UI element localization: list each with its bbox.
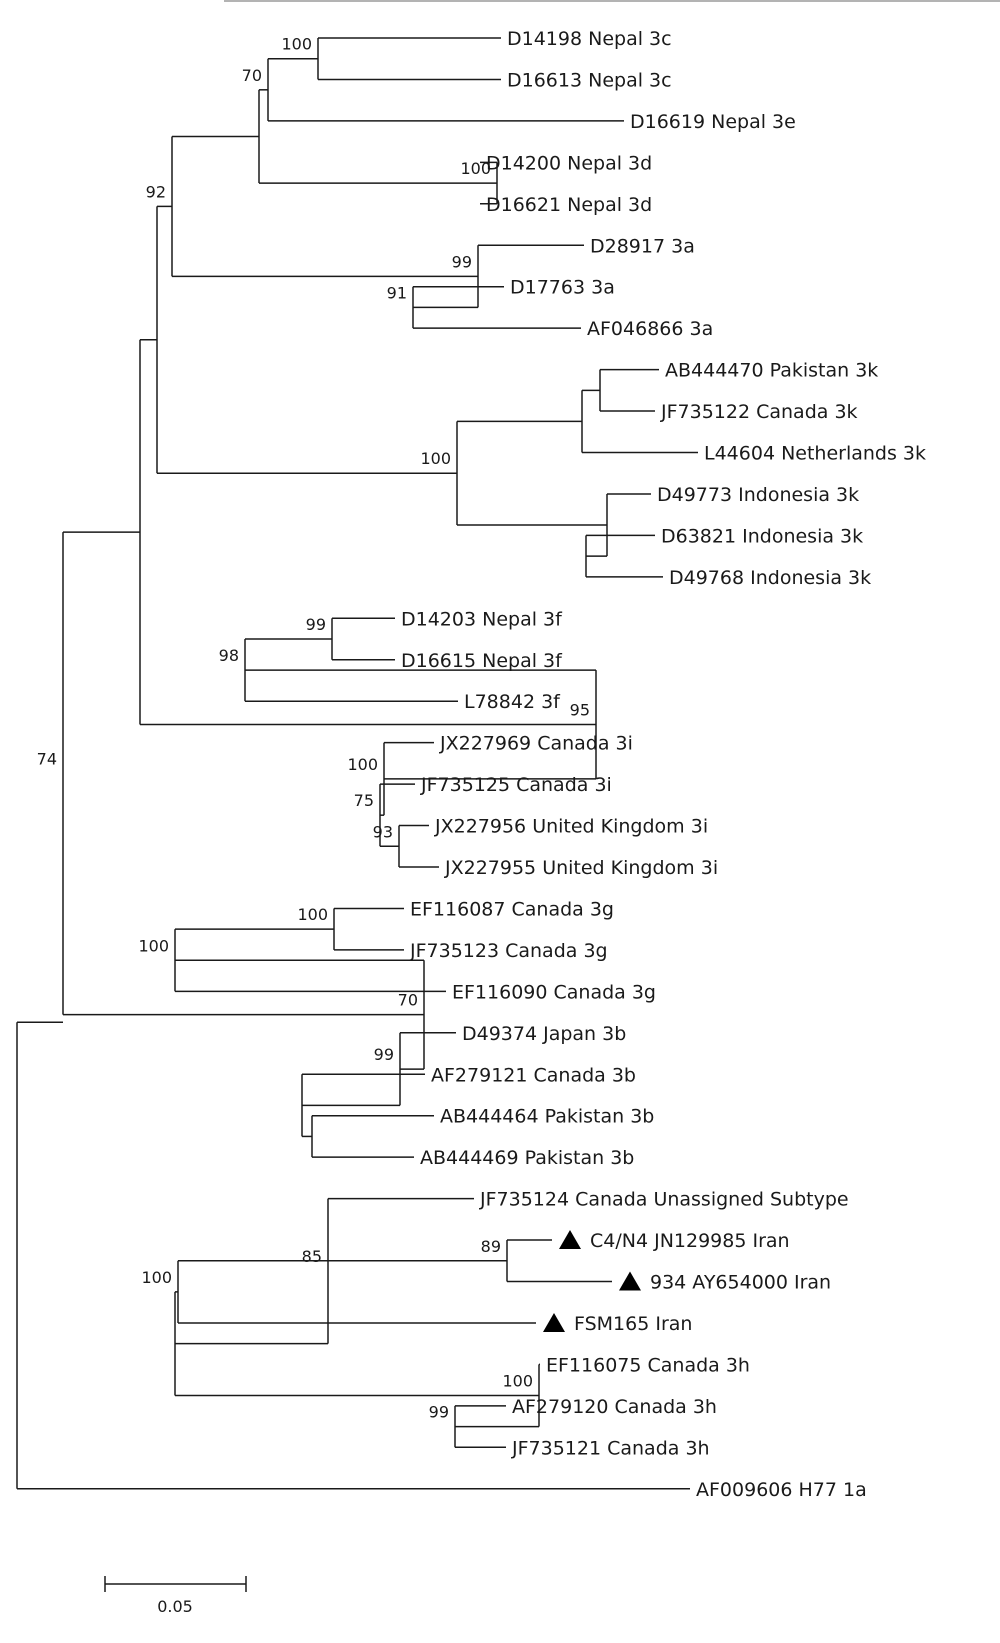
leaf-label: AB444464 Pakistan 3b (440, 1106, 654, 1128)
bootstrap-label: 95 (570, 701, 590, 720)
leaf-label: D14200 Nepal 3d (486, 152, 652, 174)
leaf-label: D16619 Nepal 3e (630, 111, 796, 133)
leaf-label: JX227969 Canada 3i (439, 733, 633, 755)
leaf-label: AF279120 Canada 3h (512, 1396, 717, 1418)
leaf-label: D14203 Nepal 3f (401, 608, 563, 630)
leaf-label: L44604 Netherlands 3k (704, 443, 926, 465)
leaf-label: D49374 Japan 3b (462, 1023, 626, 1045)
leaf-label: D17763 3a (510, 277, 615, 299)
bootstrap-label: 100 (138, 936, 169, 955)
bootstrap-label: 100 (141, 1268, 172, 1287)
leaf-label: AF046866 3a (587, 318, 713, 340)
bootstrap-label: 99 (452, 252, 472, 271)
leaf-label: JF735125 Canada 3i (420, 774, 612, 796)
leaf-label: C4/N4 JN129985 Iran (590, 1230, 790, 1252)
leaf-label: JF735121 Canada 3h (511, 1437, 710, 1459)
bootstrap-label: 74 (37, 749, 57, 768)
bootstrap-label: 100 (460, 159, 491, 178)
bootstrap-label: 99 (374, 1045, 394, 1064)
leaf-label: JF735124 Canada Unassigned Subtype (479, 1189, 849, 1211)
bootstrap-label: 100 (297, 905, 328, 924)
leaf-label: EF116087 Canada 3g (410, 898, 614, 920)
leaf-label: JX227956 United Kingdom 3i (434, 816, 708, 838)
leaf-label: L78842 3f (464, 691, 561, 713)
bootstrap-label: 91 (387, 283, 407, 302)
bootstrap-label: 99 (429, 1403, 449, 1422)
bootstrap-label: 100 (420, 449, 451, 468)
bootstrap-label: 75 (354, 791, 374, 810)
triangle-marker-icon (543, 1312, 565, 1332)
bootstrap-label: 98 (219, 646, 239, 665)
leaf-label: 934 AY654000 Iran (650, 1272, 831, 1294)
triangle-marker-icon (559, 1230, 581, 1250)
leaf-label: AB444469 Pakistan 3b (420, 1147, 634, 1169)
leaf-label: JX227955 United Kingdom 3i (444, 857, 718, 879)
leaf-label: D16621 Nepal 3d (486, 194, 652, 216)
outgroup-label: AF009606 H77 1a (696, 1479, 867, 1501)
bootstrap-label: 92 (146, 182, 166, 201)
leaf-label: AB444470 Pakistan 3k (665, 360, 878, 382)
bootstrap-label: 99 (306, 615, 326, 634)
tree-branches (16, 37, 698, 1490)
leaf-label: JF735122 Canada 3k (660, 401, 858, 423)
leaf-label: D16615 Nepal 3f (401, 650, 563, 672)
leaf-label: D49768 Indonesia 3k (669, 567, 871, 589)
bootstrap-label: 70 (242, 66, 262, 85)
triangle-marker-icon (619, 1271, 641, 1291)
leaf-label: D16613 Nepal 3c (507, 69, 672, 91)
leaf-label: D28917 3a (590, 235, 695, 257)
scale-bar-label: 0.05 (157, 1597, 193, 1616)
bootstrap-label: 89 (481, 1237, 501, 1256)
leaf-label: FSM165 Iran (574, 1313, 692, 1335)
leaf-label: AF279121 Canada 3b (431, 1064, 636, 1086)
leaf-label: D49773 Indonesia 3k (657, 484, 859, 506)
bootstrap-label: 100 (502, 1371, 533, 1390)
leaf-label: D14198 Nepal 3c (507, 28, 672, 50)
tree-labels: D14198 Nepal 3c D16613 Nepal 3c D16619 Nep… (37, 28, 926, 1501)
bootstrap-label: 100 (347, 755, 378, 774)
scale-bar: 0.05 (104, 1576, 247, 1616)
bootstrap-label: 85 (302, 1247, 322, 1266)
leaf-label: JF735123 Canada 3g (409, 940, 608, 962)
leaf-label: EF116075 Canada 3h (546, 1354, 750, 1376)
bootstrap-label: 100 (281, 35, 312, 54)
leaf-label: D63821 Indonesia 3k (661, 525, 863, 547)
leaf-label: EF116090 Canada 3g (452, 981, 656, 1003)
bootstrap-label: 93 (373, 822, 393, 841)
bootstrap-label: 70 (398, 991, 418, 1010)
